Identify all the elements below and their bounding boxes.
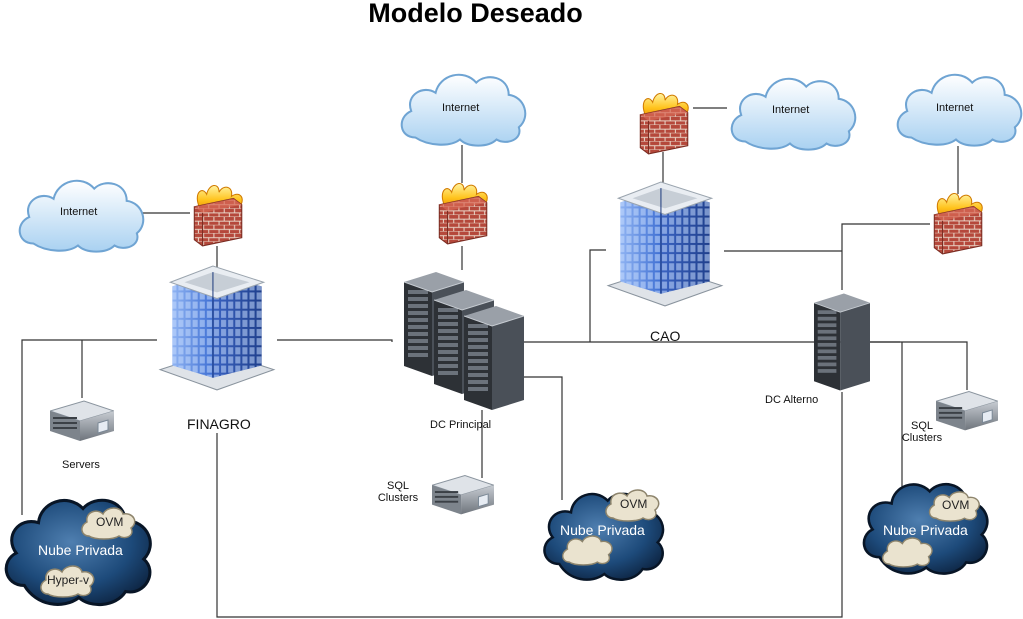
node-label-finagro: FINAGRO bbox=[187, 416, 251, 432]
nube-privada-label-finagro: Nube Privada bbox=[38, 542, 123, 558]
ovm-label-dcprincipal: OVM bbox=[620, 497, 648, 511]
nube-privada-label-dcprincipal: Nube Privada bbox=[560, 522, 645, 538]
node-label-dc-alterno: DC Alterno bbox=[765, 394, 819, 406]
building-icon-finagro bbox=[159, 265, 275, 391]
link-dcprincipal-cao bbox=[589, 249, 606, 342]
node-label-cao: CAO bbox=[650, 328, 681, 344]
rack-icon-dcalterno bbox=[814, 292, 870, 392]
sql-clusters-label-alterno: SQL Clusters bbox=[896, 420, 948, 444]
link-dcprincipal-nube bbox=[520, 376, 563, 500]
page-title: Modelo Deseado bbox=[368, 0, 583, 28]
nube-privada-label-dcalterno: Nube Privada bbox=[883, 522, 968, 538]
ovm-label-dcalterno: OVM bbox=[942, 498, 970, 512]
link-finagro-left bbox=[21, 339, 157, 515]
internet-label-dcprincipal: Internet bbox=[442, 102, 480, 114]
building-icon-cao bbox=[607, 181, 723, 307]
internet-label-dcalterno: Internet bbox=[936, 102, 974, 114]
firewall-icon-finagro bbox=[193, 184, 243, 247]
sql-clusters-line1: SQL bbox=[386, 480, 409, 492]
sql-clusters-line2: Clusters bbox=[901, 432, 943, 444]
internet-label-finagro: Internet bbox=[60, 206, 98, 218]
rack-icon-dcprincipal-3 bbox=[464, 306, 524, 410]
node-label-dc-principal: DC Principal bbox=[430, 419, 492, 431]
sql-clusters-label-principal: SQL Clusters bbox=[372, 480, 424, 504]
server-icon-finagro bbox=[50, 400, 114, 442]
sql-clusters-line2: Clusters bbox=[377, 492, 419, 504]
firewall-icon-dcalterno bbox=[933, 192, 983, 255]
node-label-servers: Servers bbox=[62, 459, 100, 471]
link-bottom-loop bbox=[216, 392, 843, 618]
firewall-icon-cao bbox=[639, 92, 689, 155]
internet-label-cao: Internet bbox=[772, 104, 810, 116]
link-dcalterno-fw bbox=[841, 223, 930, 290]
link-dcalterno-sql bbox=[868, 341, 968, 390]
sql-clusters-line1: SQL bbox=[910, 420, 933, 432]
firewall-icon-dcprincipal bbox=[438, 182, 488, 245]
ovm-label-finagro: OVM bbox=[96, 515, 124, 529]
server-icon-sql-principal bbox=[432, 475, 494, 515]
link-finagro-dcprincipal bbox=[277, 339, 393, 342]
connection-lines bbox=[21, 107, 968, 618]
hyperv-label-finagro: Hyper-v bbox=[47, 573, 90, 587]
